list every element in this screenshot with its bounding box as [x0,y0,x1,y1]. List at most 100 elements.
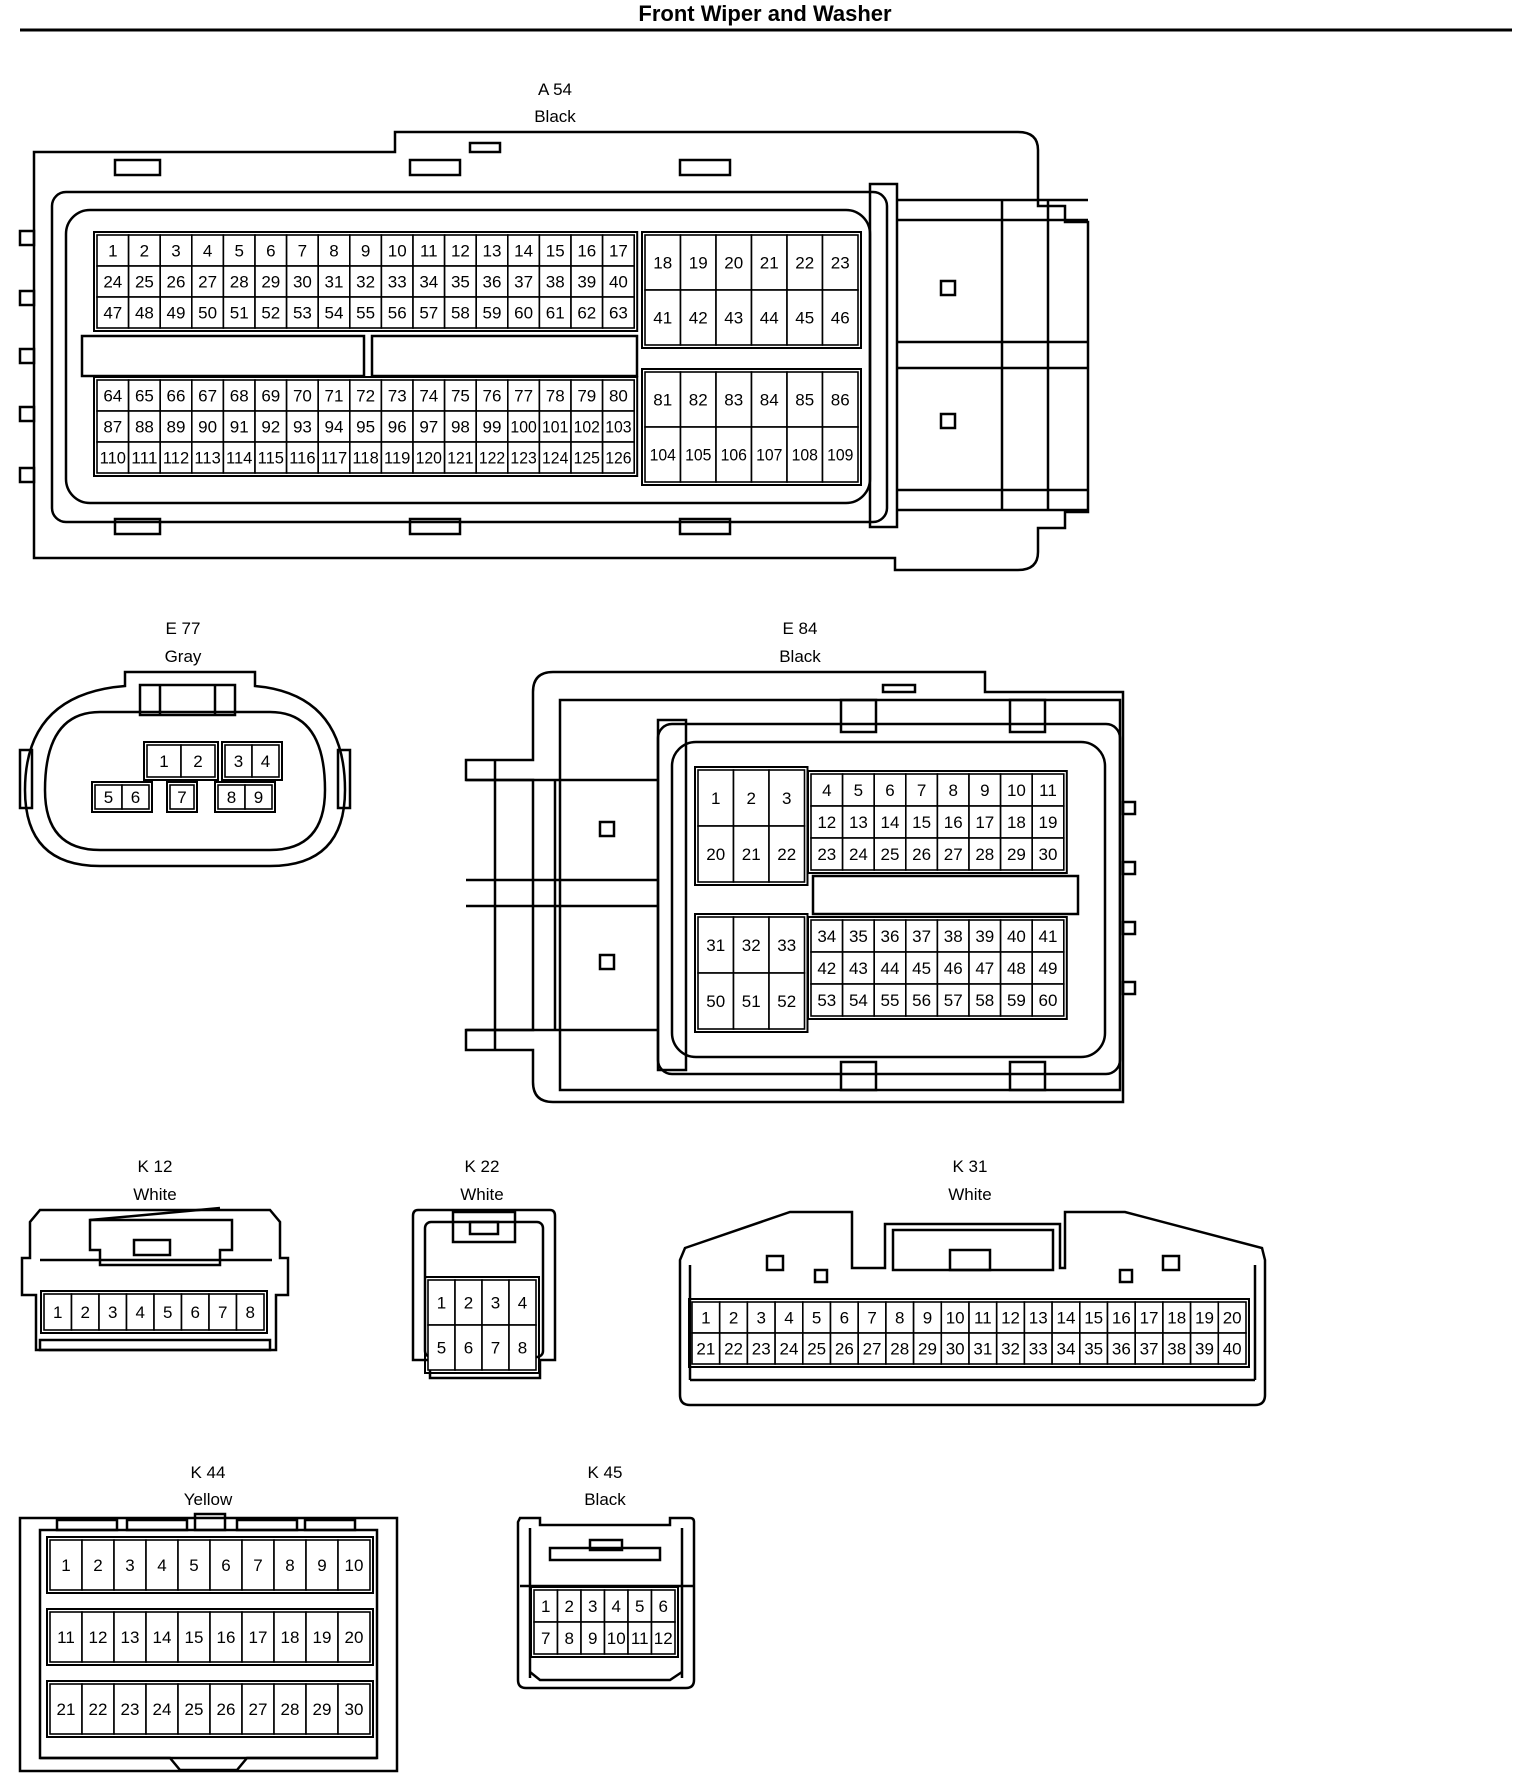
pin-label: 39 [975,927,994,946]
pin-label: 48 [135,304,154,323]
pin-cell [146,744,182,778]
pin-cell [191,441,225,474]
pin-label: 35 [451,273,470,292]
pin-label: 123 [510,449,536,468]
pin-label: 14 [881,813,900,832]
pin-cell [475,379,509,412]
pin-label: 9 [361,242,370,261]
pin-label: 8 [329,242,338,261]
pin-label: 22 [89,1700,108,1719]
connector-k44-color: Yellow [184,1490,233,1509]
pin-label: 99 [483,418,502,437]
pin-label: 30 [1039,845,1058,864]
pin-label: 93 [293,418,312,437]
pin-label: 20 [1223,1309,1242,1328]
pin-cell [209,1539,243,1591]
pin-label: 2 [565,1597,574,1616]
pin-label: 28 [230,273,249,292]
connector-k45-color: Black [584,1490,626,1509]
pin-cell [254,296,288,329]
pin-cell [145,1539,179,1591]
pin-cell [841,805,875,839]
pin-cell [936,805,970,839]
pin-cell [940,1301,970,1334]
pin-cell [601,265,635,298]
pin-label: 102 [574,418,600,437]
pin-label: 9 [923,1309,932,1328]
pin-label: 37 [912,927,931,946]
pin-block-frame [424,1276,540,1374]
pin-label: 16 [1112,1309,1131,1328]
pin-cell [241,1683,275,1735]
pin-label: 16 [944,813,963,832]
pin-label: 68 [230,387,249,406]
pin-label: 97 [419,418,438,437]
pin-label: 66 [167,387,186,406]
pin-cell [774,1332,804,1365]
pin-cell [317,234,351,267]
pin-label: 20 [345,1628,364,1647]
pin-label: 5 [437,1339,446,1358]
pin-label: 1 [108,242,117,261]
pin-cell [841,773,875,807]
pin-block-frame [91,781,153,813]
pin-label: 15 [912,813,931,832]
pin-label: 37 [514,273,533,292]
pin-label: 34 [817,927,836,946]
pin-cell [810,805,844,839]
connector-k22-id: K 22 [465,1157,500,1176]
pin-label: 4 [612,1597,621,1616]
connector-k31-id: K 31 [953,1157,988,1176]
pin-label: 44 [881,959,900,978]
pin-cell [697,972,735,1030]
pin-cell [209,1611,243,1663]
page-title: Front Wiper and Washer [638,1,892,26]
pin-label: 91 [230,418,249,437]
pin-label: 64 [103,387,122,406]
pin-cell [127,410,162,443]
pin-cell [912,1332,943,1365]
pin-cell [538,265,572,298]
pin-label: 103 [605,418,631,437]
pin-label: 75 [451,387,470,406]
pin-cell [1031,951,1065,985]
pin-cell [235,1293,265,1331]
connector-k12-housing [20,1206,290,1352]
connector-k12-id: K 12 [138,1157,173,1176]
pin-cell [506,410,541,443]
pin-label: 5 [854,781,863,800]
pin-label: 60 [1039,991,1058,1010]
pin-label: 30 [345,1700,364,1719]
pin-label: 38 [944,927,963,946]
pin-label: 41 [1039,927,1058,946]
pin-label: 10 [946,1309,965,1328]
pin-cell [538,379,572,412]
pin-label: 21 [696,1340,715,1359]
pin-cell [746,1332,776,1365]
pin-cell [679,289,717,346]
pin-block-frame [688,1298,1250,1368]
pin-label: 7 [491,1339,500,1358]
pin-label: 39 [1195,1340,1214,1359]
pin-label: 23 [817,845,836,864]
pin-label: 49 [1039,959,1058,978]
pin-cell [873,837,907,871]
pin-label: 28 [281,1700,300,1719]
pin-label: 1 [711,789,720,808]
pin-label: 30 [946,1340,965,1359]
pin-cell [936,919,970,953]
pin-label: 82 [689,391,708,410]
pin-label: 53 [293,304,312,323]
pin-label: 113 [194,449,220,468]
pin-label: 61 [546,304,565,323]
pin-cell [1031,983,1065,1017]
pin-cell [904,983,939,1017]
pin-label: 57 [419,304,438,323]
pin-cell [601,441,635,474]
pin-cell [936,951,970,985]
pin-label: 5 [104,788,113,807]
pin-cell [475,441,509,474]
